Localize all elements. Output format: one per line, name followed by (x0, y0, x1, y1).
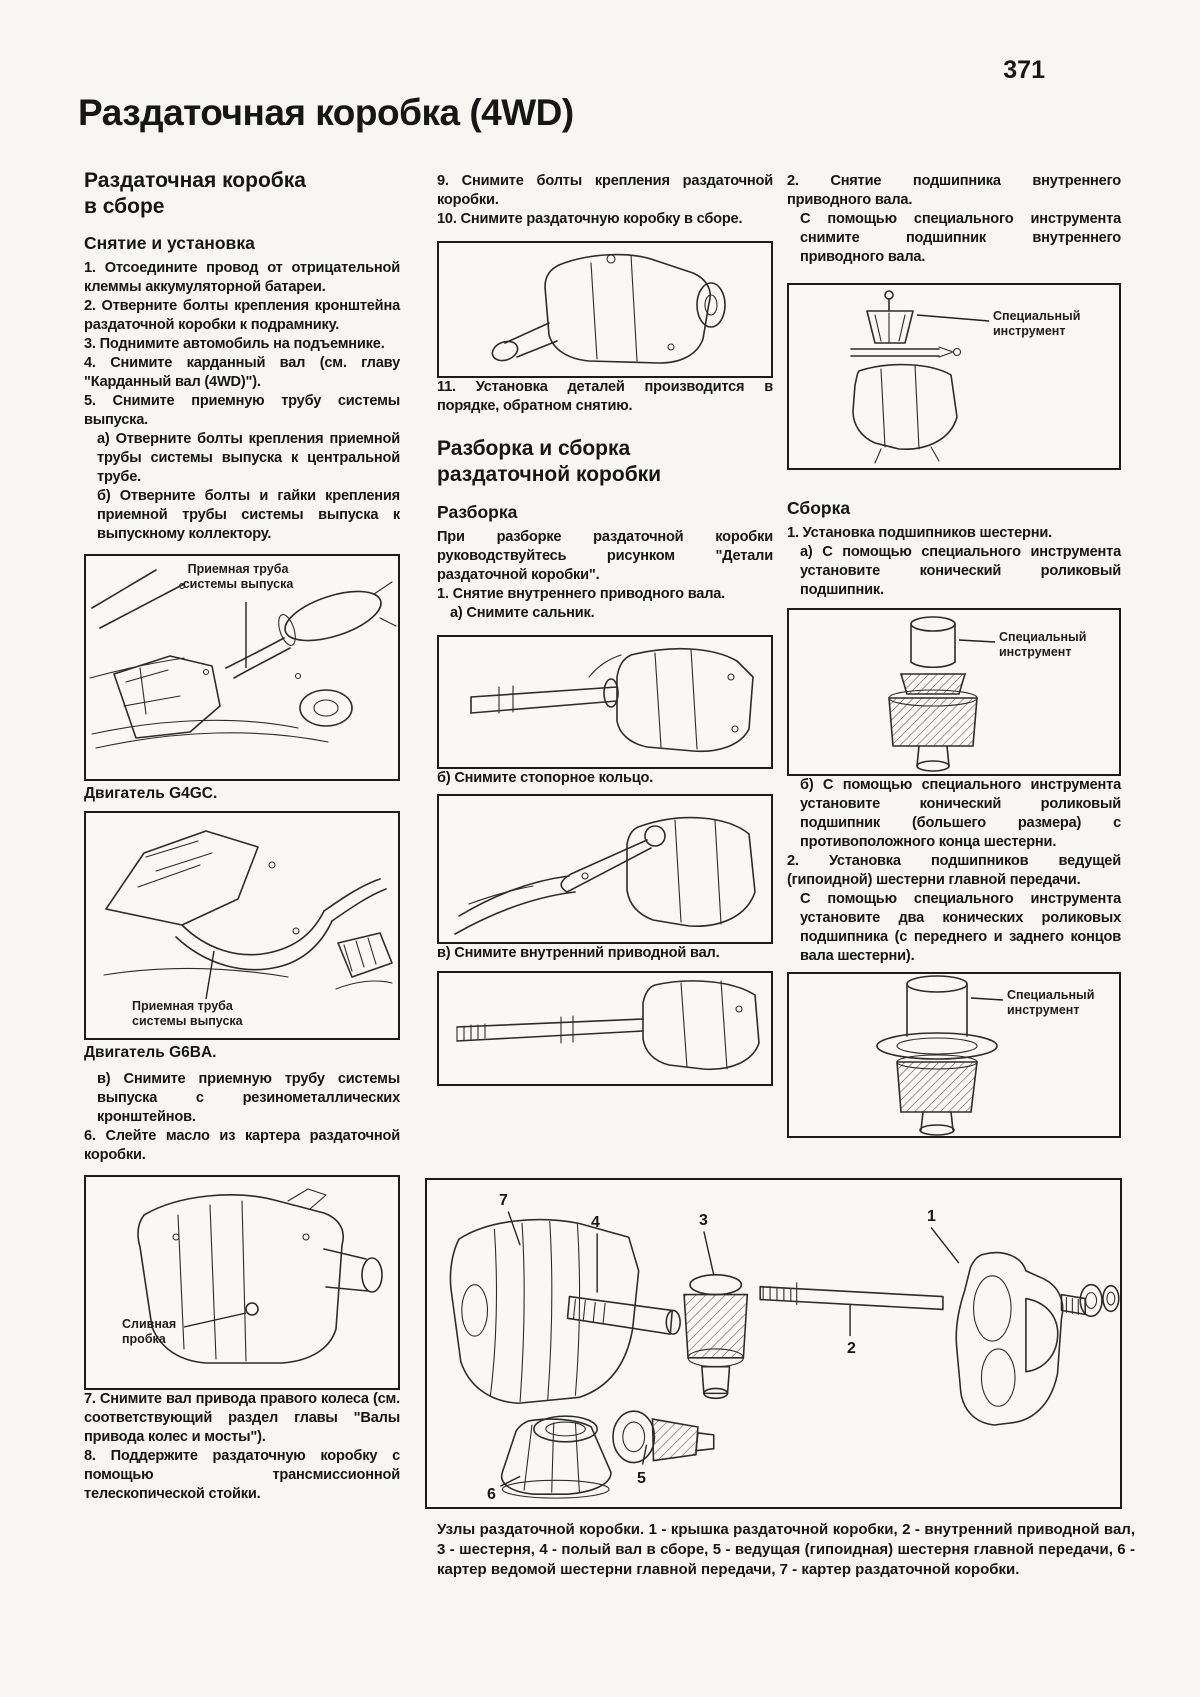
right-column: 2. Снятие подшипника внутреннего приводн… (787, 172, 1121, 1138)
substep-text: а) Снимите сальник. (450, 605, 595, 621)
substep-text: а) Отверните болты крепления приемной тр… (97, 431, 400, 485)
step-text: 9. Снимите болты крепления раздаточной к… (437, 173, 773, 208)
subsection-heading: Разборка (437, 502, 518, 522)
subsection-heading: Сборка (787, 498, 851, 518)
engine-illustration (103, 830, 393, 1000)
section-heading: Разборка и сборка раздаточной коробки (437, 437, 662, 486)
step-text: 1. Снятие внутреннего приводного вала. (437, 586, 726, 602)
figure-caption-g6ba: Двигатель G6BA. (84, 1044, 217, 1061)
figure-remove-seal (437, 635, 773, 769)
substep-text: б) Отверните болты и гайки крепления при… (97, 488, 400, 542)
exhaust-pipe-label: Приемная труба системы выпуска (182, 562, 294, 591)
figure-remove-snap-ring (437, 794, 773, 944)
step-text: 2. Установка подшипников ведущей (гипоид… (787, 853, 1121, 888)
exhaust-pipe-label: Приемная труба системы выпуска (132, 999, 243, 1028)
step-text: 4. Снимите карданный вал (см. главу "Кар… (84, 355, 400, 390)
step-text: 11. Установка деталей производится в пор… (437, 379, 773, 414)
figure-exhaust-g6ba: Приемная труба системы выпуска (84, 811, 400, 1040)
exploded-view-illustration (449, 1211, 1120, 1499)
step-text: 6. Слейте масло из картера раздаточной к… (84, 1128, 400, 1163)
step-text: 10. Снимите раздаточную коробку в сборе. (437, 211, 743, 227)
step-text: 5. Снимите приемную трубу системы выпуск… (84, 393, 400, 428)
part-number-5: 5 (637, 1470, 646, 1487)
page-title: Раздаточная коробка (4WD) (78, 92, 574, 133)
step-text: 3. Поднимите автомобиль на подъемнике. (84, 336, 385, 352)
figure-caption-g4gc: Двигатель G4GC. (84, 785, 218, 802)
underbody-illustration (89, 569, 397, 749)
step-text: 2. Отверните болты крепления кронштейна … (84, 298, 400, 333)
step-text: 1. Установка подшипников шестерни. (787, 525, 1052, 541)
substep-text: б) Снимите стопорное кольцо. (437, 770, 654, 786)
pinion-bearing-illustration (876, 975, 1004, 1136)
substep-text: в) Снимите приемную трубу системы выпуск… (97, 1071, 400, 1125)
part-number-6: 6 (487, 1486, 496, 1503)
part-number-1: 1 (927, 1208, 936, 1225)
substep-text: б) С помощью специального инструмента ус… (800, 777, 1121, 850)
figure-exhaust-g4gc: Приемная труба системы выпуска (84, 554, 400, 781)
part-number-4: 4 (591, 1214, 600, 1231)
note-text: С помощью специального инструмента сними… (800, 211, 1121, 265)
special-tool-label: Специальный инструмент (1007, 988, 1095, 1017)
step-text: 8. Поддержите раздаточную коробку с помо… (84, 1448, 400, 1502)
step-text: 2. Снятие подшипника внутреннего приводн… (787, 173, 1121, 208)
figure-install-pinion-bearings: Специальный инструмент (787, 972, 1121, 1138)
figure-special-tool-removal: Специальный инструмент (787, 283, 1121, 470)
section-heading: Раздаточная коробка в сборе (84, 169, 306, 218)
transfer-case-illustration (491, 253, 726, 364)
puller-tool-illustration (850, 290, 990, 464)
seal-removal-illustration (470, 648, 754, 753)
transfer-case-illustration (137, 1188, 383, 1364)
part-number-2: 2 (847, 1340, 856, 1357)
figure-install-bearing: Специальный инструмент (787, 608, 1121, 776)
substep-text: в) Снимите внутренний приводной вал. (437, 945, 720, 961)
left-column: Раздаточная коробка в сборе Снятие и уст… (84, 168, 400, 1504)
subsection-heading: Снятие и установка (84, 233, 255, 253)
figure-transfer-case-assembly (437, 241, 773, 378)
middle-column: 9. Снимите болты крепления раздаточной к… (437, 172, 773, 1086)
inner-shaft-illustration (456, 980, 760, 1071)
step-text: 1. Отсоедините провод от отрицательной к… (84, 260, 400, 295)
page-number: 371 (1003, 56, 1045, 84)
intro-text: При разборке раздаточной коробки руковод… (437, 529, 773, 583)
snap-ring-illustration (454, 816, 756, 935)
drain-plug-label: Сливная пробка (122, 1317, 177, 1346)
figure-remove-inner-shaft (437, 971, 773, 1086)
step-text: 7. Снимите вал привода правого колеса (с… (84, 1391, 400, 1445)
part-number-7: 7 (499, 1192, 508, 1209)
exploded-diagram-caption: Узлы раздаточной коробки. 1 - крышка раз… (437, 1521, 1135, 1578)
part-number-3: 3 (699, 1212, 708, 1229)
figure-exploded-diagram: 7 4 3 1 2 5 6 (425, 1178, 1122, 1509)
figure-drain-plug: Сливная пробка (84, 1175, 400, 1390)
special-tool-label: Специальный инструмент (999, 630, 1087, 659)
note-text: С помощью специального инструмента устан… (800, 891, 1121, 964)
substep-text: а) С помощью специального инструмента ус… (800, 544, 1121, 598)
special-tool-label: Специальный инструмент (993, 309, 1081, 338)
bearing-install-illustration (888, 616, 996, 772)
